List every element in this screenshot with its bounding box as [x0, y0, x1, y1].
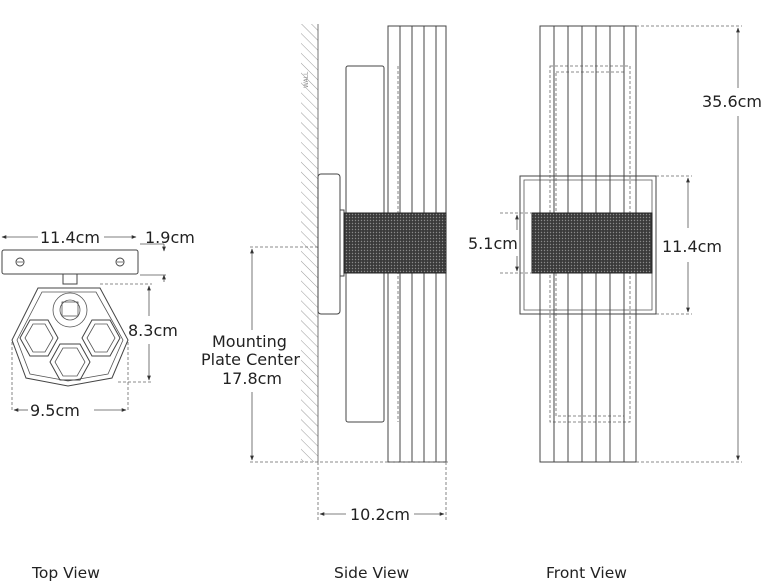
screw-icon: [115, 257, 125, 267]
fixture-body-inner: [16, 291, 124, 382]
wall-label: WALL: [303, 71, 310, 88]
dim-plate-height: 11.4cm: [662, 237, 722, 256]
lens-left: [19, 319, 59, 357]
label-top-view: Top View: [31, 564, 100, 582]
wall-hatch: [301, 24, 318, 462]
dim-mounting-line1: Mounting: [212, 332, 287, 351]
front-backplate-inner: [523, 179, 653, 311]
lens-bottom-inner: [54, 347, 86, 377]
side-backplate: [317, 173, 341, 315]
stem: [62, 273, 78, 285]
side-arm: [339, 209, 345, 277]
dim-top-width: 11.4cm: [40, 228, 100, 247]
lens-right-inner: [86, 323, 116, 353]
lens-group: [19, 319, 121, 381]
front-mesh-band: [531, 212, 653, 274]
top-view: 11.4cm 1.9cm: [1, 228, 195, 582]
lens-right: [81, 319, 121, 357]
center-hub-inner: [59, 299, 81, 321]
dim-top-plate-depth: 1.9cm: [145, 228, 195, 247]
center-detail: [61, 301, 79, 317]
front-view: 35.6cm 5.1cm 11.4cm Front View: [468, 25, 762, 582]
label-front-view: Front View: [546, 564, 627, 582]
fixture-body-outer: [11, 287, 129, 387]
front-backplate: [519, 175, 657, 315]
lens-left-inner: [24, 323, 54, 353]
dim-top-depth: 8.3cm: [128, 321, 178, 340]
dim-mounting-line2: Plate Center: [201, 350, 300, 369]
dim-mounting-value: 17.8cm: [222, 369, 282, 388]
screw-icon: [15, 257, 25, 267]
side-view: WALL Mounting Plate Center 17.8cm 10.2cm…: [201, 24, 450, 582]
side-mesh-band: [343, 212, 447, 274]
label-side-view: Side View: [334, 564, 410, 582]
center-hub: [52, 292, 88, 328]
dim-top-bottom-width: 9.5cm: [30, 401, 80, 420]
dim-side-depth: 10.2cm: [350, 505, 410, 524]
dim-overall-height: 35.6cm: [702, 92, 762, 111]
dim-band-height: 5.1cm: [468, 234, 518, 253]
lens-bottom: [49, 343, 91, 381]
